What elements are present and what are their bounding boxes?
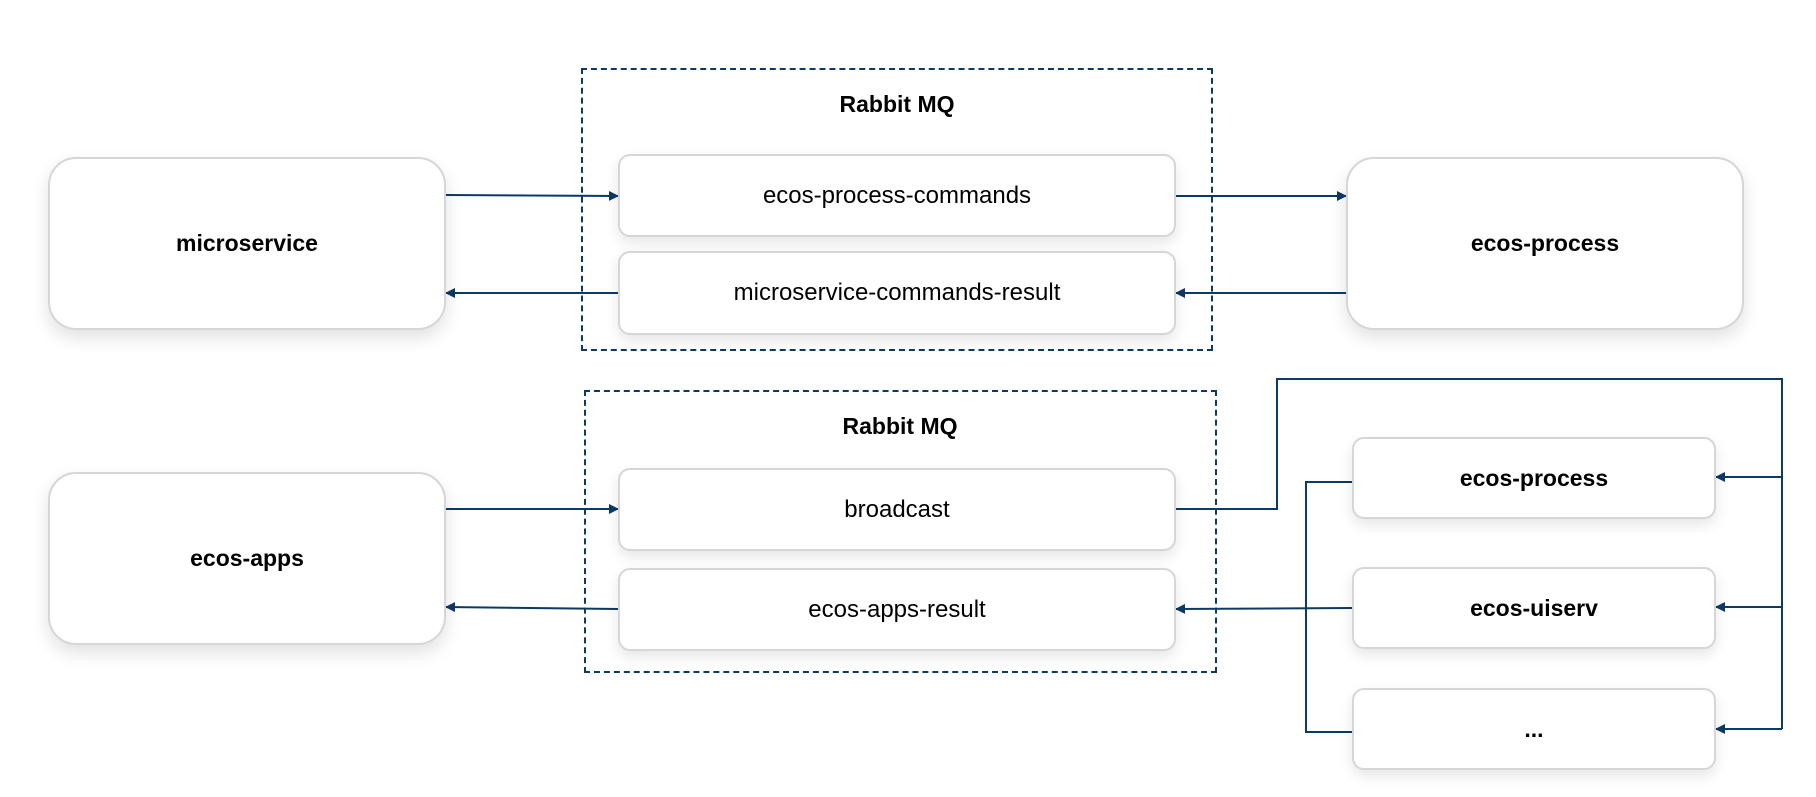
service-ecos-uiserv: ecos-uiserv: [1352, 567, 1716, 649]
ecos-apps-box: ecos-apps: [48, 472, 446, 645]
arrow-apps-result-to-ecos-apps: [445, 602, 619, 613]
rabbit-mq-title-bottom: Rabbit MQ: [842, 413, 958, 439]
ecos-process-box: ecos-process: [1346, 157, 1744, 330]
service-ecos-process: ecos-process: [1352, 437, 1716, 519]
arrow-microservice-to-commands: [445, 190, 619, 201]
rabbit-mq-title-top: Rabbit MQ: [839, 91, 955, 117]
microservice-box: microservice: [48, 157, 446, 330]
arrow-services-to-apps-result: [1175, 603, 1353, 614]
queue-ecos-apps-result: ecos-apps-result: [618, 568, 1176, 651]
broadcast-fanout-line: [1176, 378, 1783, 729]
queue-ecos-process-commands: ecos-process-commands: [618, 154, 1176, 237]
services-collect-line: [1305, 481, 1352, 733]
rabbit-mq-group-top: [581, 68, 1213, 351]
queue-microservice-commands-result: microservice-commands-result: [618, 251, 1176, 335]
queue-broadcast: broadcast: [618, 468, 1176, 551]
rabbit-mq-group-bottom: [584, 390, 1217, 673]
service-ellipsis: ...: [1352, 688, 1716, 770]
